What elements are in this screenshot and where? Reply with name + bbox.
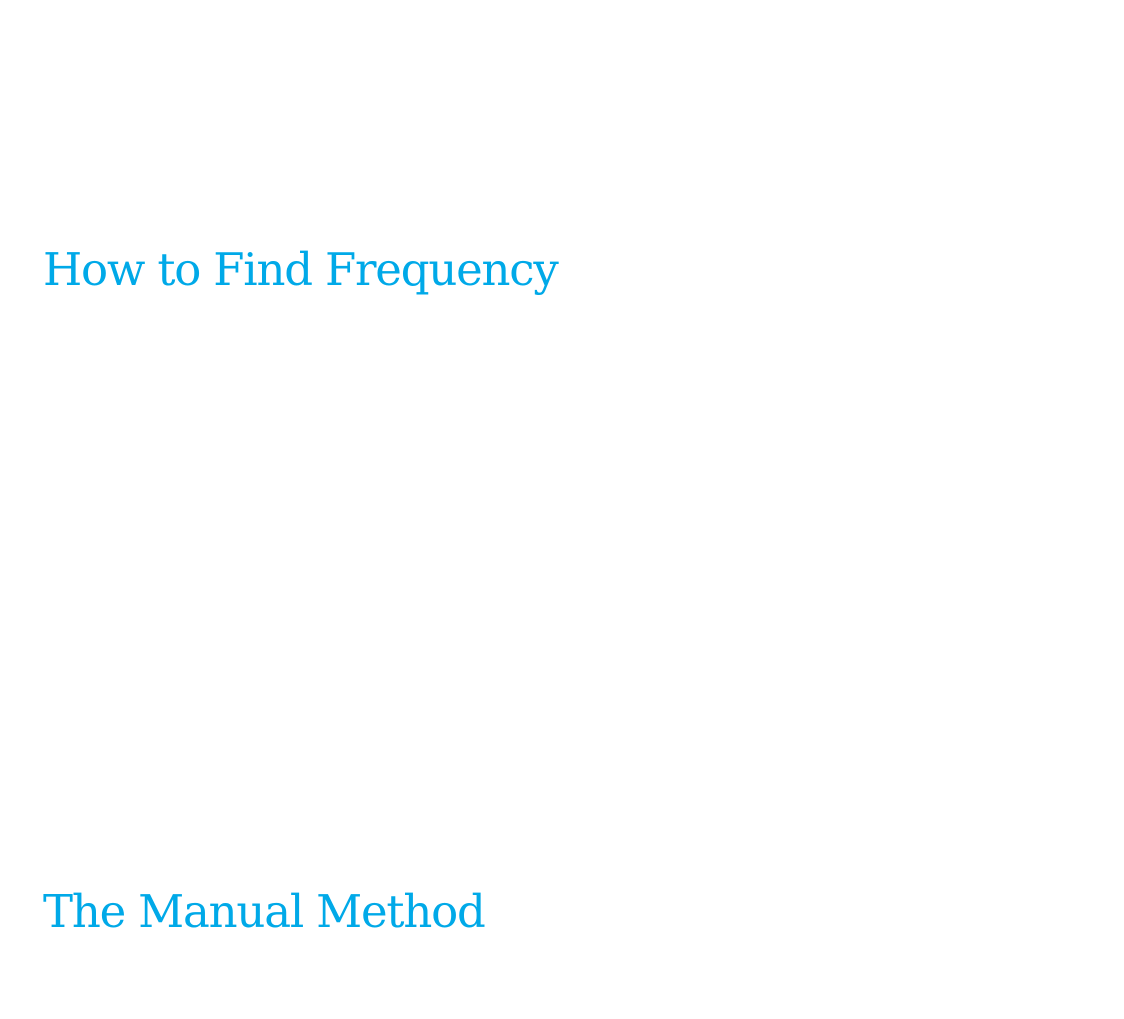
- page-title: How to Find Frequency: [43, 243, 559, 296]
- section-heading-manual-method: The Manual Method: [43, 885, 486, 938]
